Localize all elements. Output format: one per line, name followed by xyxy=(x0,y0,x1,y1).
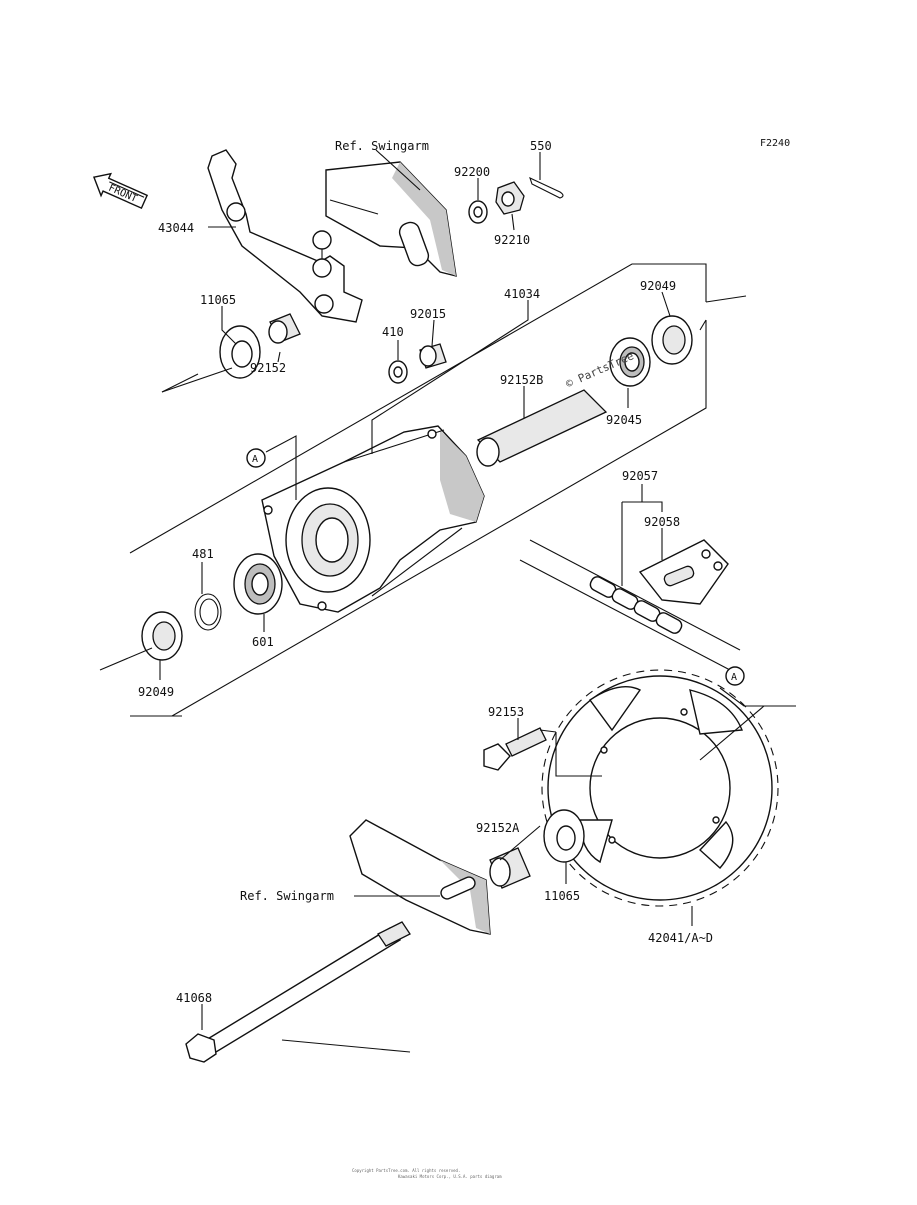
label-92153: 92153 xyxy=(488,705,524,719)
oil-seal-92049-bottom xyxy=(141,611,183,661)
leader-lines xyxy=(99,149,796,1053)
rear-hub xyxy=(261,425,485,613)
washer-92200 xyxy=(468,200,488,224)
nut-92210 xyxy=(495,181,525,215)
label-92045: 92045 xyxy=(606,413,642,427)
front-arrow-icon: FRONT xyxy=(92,172,149,210)
label-42041: 42041/A~D xyxy=(648,931,713,945)
collar-92152a xyxy=(489,847,531,889)
svg-text:A: A xyxy=(731,672,737,683)
label-601: 601 xyxy=(252,635,274,649)
washer-410 xyxy=(388,360,408,384)
collar-11065-bottom xyxy=(543,809,585,863)
spacer-92152 xyxy=(268,313,301,344)
label-481: 481 xyxy=(192,547,214,561)
label-92200: 92200 xyxy=(454,165,490,179)
footer-line-2: Kawasaki Motors Corp., U.S.A. parts diag… xyxy=(398,1174,502,1179)
collar-11065-top xyxy=(219,325,261,379)
brake-pedal xyxy=(207,149,363,323)
label-410: 410 xyxy=(382,325,404,339)
callout-a-right: A xyxy=(725,666,745,686)
label-ref-swingarm-top: Ref. Swingarm xyxy=(335,139,429,153)
callout-a-left: A xyxy=(246,448,266,468)
footer-line-1: Copyright PartsTree.com. All rights rese… xyxy=(352,1168,460,1173)
master-link-92058 xyxy=(638,539,729,605)
cotter-pin-550 xyxy=(529,176,564,199)
label-92152: 92152 xyxy=(250,361,286,375)
label-ref-swingarm-bottom: Ref. Swingarm xyxy=(240,889,334,903)
oil-seal-92049-top xyxy=(651,315,693,365)
label-92152a: 92152A xyxy=(476,821,520,835)
label-92058: 92058 xyxy=(644,515,680,529)
bearing-601 xyxy=(233,553,283,615)
label-92210: 92210 xyxy=(494,233,530,247)
bolt-92153 xyxy=(483,727,547,771)
rear-sprocket xyxy=(541,669,779,907)
rear-axle xyxy=(185,921,411,1063)
label-92049-bottom: 92049 xyxy=(138,685,174,699)
label-41068: 41068 xyxy=(176,991,212,1005)
swingarm-lower-ref xyxy=(349,819,491,935)
sleeve-92152b xyxy=(476,389,608,467)
label-92015: 92015 xyxy=(410,307,446,321)
label-11065-top: 11065 xyxy=(200,293,236,307)
label-11065-bottom: 11065 xyxy=(544,889,580,903)
swingarm-upper-ref xyxy=(325,161,457,277)
svg-text:A: A xyxy=(252,454,258,465)
label-41034: 41034 xyxy=(504,287,540,301)
circlip-481 xyxy=(194,593,222,631)
label-92152b: 92152B xyxy=(500,373,543,387)
drive-chain xyxy=(519,539,741,671)
label-43044: 43044 xyxy=(158,221,194,235)
spacer-92015 xyxy=(419,343,447,369)
bearing-92045 xyxy=(609,337,651,387)
label-92049-top: 92049 xyxy=(640,279,676,293)
figure-code: F2240 xyxy=(760,138,790,149)
label-92057: 92057 xyxy=(622,469,658,483)
label-550: 550 xyxy=(530,139,552,153)
